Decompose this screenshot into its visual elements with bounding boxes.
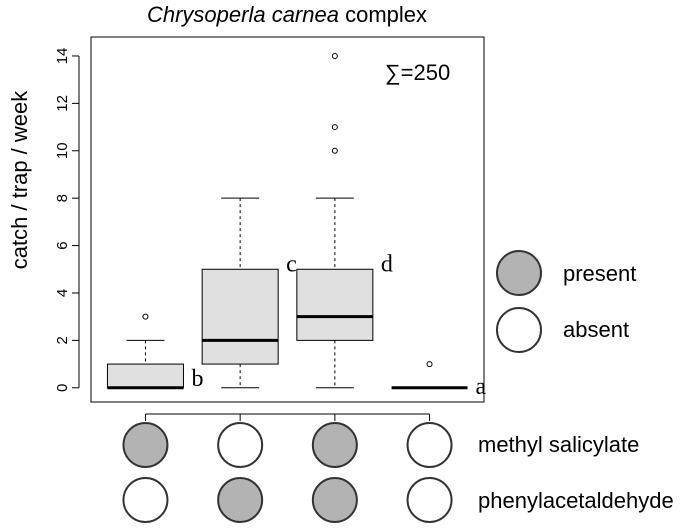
significance-letter: b [191,366,203,392]
chart-title-species: Chrysoperla carnea [147,2,339,27]
box-iqr [201,268,279,365]
treatment-indicator-phenylacetaldehyde [311,477,358,523]
legend: present absent [496,250,636,353]
row-label-methyl-salicylate: methyl salicylate [478,432,639,457]
outlier-point [142,313,149,320]
treatment-indicator-methyl-salicylate [311,422,358,468]
significance-letter: a [476,374,487,400]
significance-letter: c [286,251,297,277]
y-tick-label: 4 [54,289,71,297]
legend-absent-label: absent [563,317,629,342]
treatment-indicator-phenylacetaldehyde [122,477,169,523]
y-tick-label: 12 [54,95,71,112]
chart-title: Chrysoperla carnea complex [147,2,427,27]
box-group: a [391,361,487,400]
y-tick-label: 10 [54,142,71,159]
total-count-label: ∑=250 [385,60,450,85]
box-series: b c d a [106,52,487,400]
treatment-indicator-methyl-salicylate [122,422,169,468]
box-iqr [106,363,184,389]
box-iqr [296,268,374,341]
legend-present-label: present [563,261,636,286]
outlier-point [331,147,338,154]
treatment-indicator-methyl-salicylate [406,422,453,468]
x-axis [144,413,431,421]
y-tick-label: 6 [54,241,71,249]
treatment-indicator-phenylacetaldehyde [406,477,453,523]
legend-absent-swatch [496,307,542,353]
outlier-point [426,361,433,368]
y-axis-label: catch / trap / week [7,90,32,270]
significance-letter: d [381,251,393,277]
chart-title-suffix: complex [339,2,427,27]
y-tick-label: 2 [54,336,71,344]
box-group: b [106,313,203,392]
y-tick-label: 0 [54,384,71,392]
box-group: c [201,197,297,389]
outlier-point [331,52,338,59]
y-axis: 0 2 4 6 8 10 12 14 [54,48,80,392]
plot-frame [90,36,485,403]
y-tick-label: 14 [54,48,71,65]
box-group: d [296,52,393,389]
treatment-indicator-phenylacetaldehyde [217,477,264,523]
treatment-indicator-methyl-salicylate [217,422,264,468]
treatment-matrix: methyl salicylate phenylacetaldehyde [122,422,674,523]
y-tick-label: 8 [54,194,71,202]
row-label-phenylacetaldehyde: phenylacetaldehyde [478,488,674,513]
outlier-point [331,124,338,131]
legend-present-swatch [496,250,542,296]
